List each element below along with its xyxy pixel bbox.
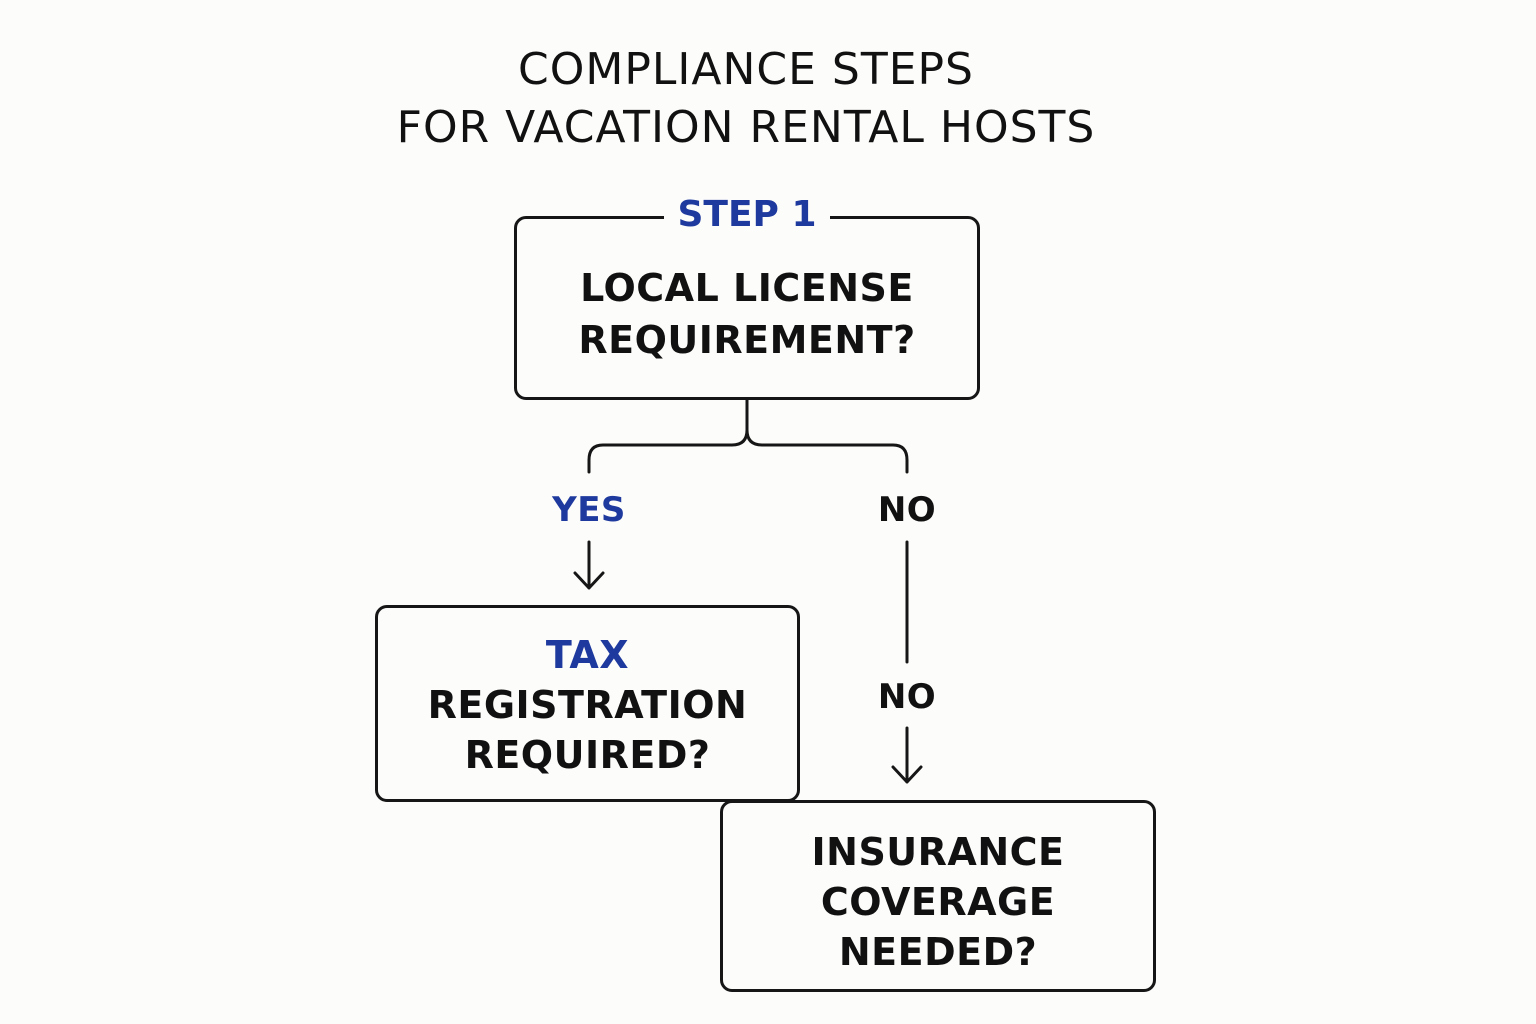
- yes-arrow: [573, 540, 605, 590]
- tax-registration-box: TAX REGISTRATION REQUIRED?: [375, 605, 800, 802]
- split-connector-right: [745, 428, 909, 474]
- insurance-text-line-3: NEEDED?: [838, 930, 1038, 974]
- step-1-label: STEP 1: [664, 193, 830, 237]
- step-1-box: LOCAL LICENSE REQUIREMENT?: [514, 216, 980, 400]
- insurance-text-line-1: INSURANCE: [811, 830, 1065, 874]
- step-1-text-line-1: LOCAL LICENSE: [580, 266, 914, 310]
- tax-text-line-2: REGISTRATION: [427, 683, 748, 727]
- no-arrow: [891, 726, 923, 784]
- step-1-text-line-2: REQUIREMENT?: [578, 318, 916, 362]
- tax-text-line-3: REQUIRED?: [464, 733, 711, 777]
- no-label-second: NO: [877, 677, 937, 717]
- title-line-2: FOR VACATION RENTAL HOSTS: [396, 102, 1096, 153]
- yes-label: YES: [552, 490, 626, 530]
- insurance-text-line-2: COVERAGE: [820, 880, 1056, 924]
- split-connector: [587, 398, 749, 474]
- title-line-1: COMPLIANCE STEPS: [518, 44, 974, 95]
- no-label: NO: [877, 490, 937, 530]
- tax-text-line-1: TAX: [545, 633, 630, 677]
- insurance-coverage-box: INSURANCE COVERAGE NEEDED?: [720, 800, 1156, 992]
